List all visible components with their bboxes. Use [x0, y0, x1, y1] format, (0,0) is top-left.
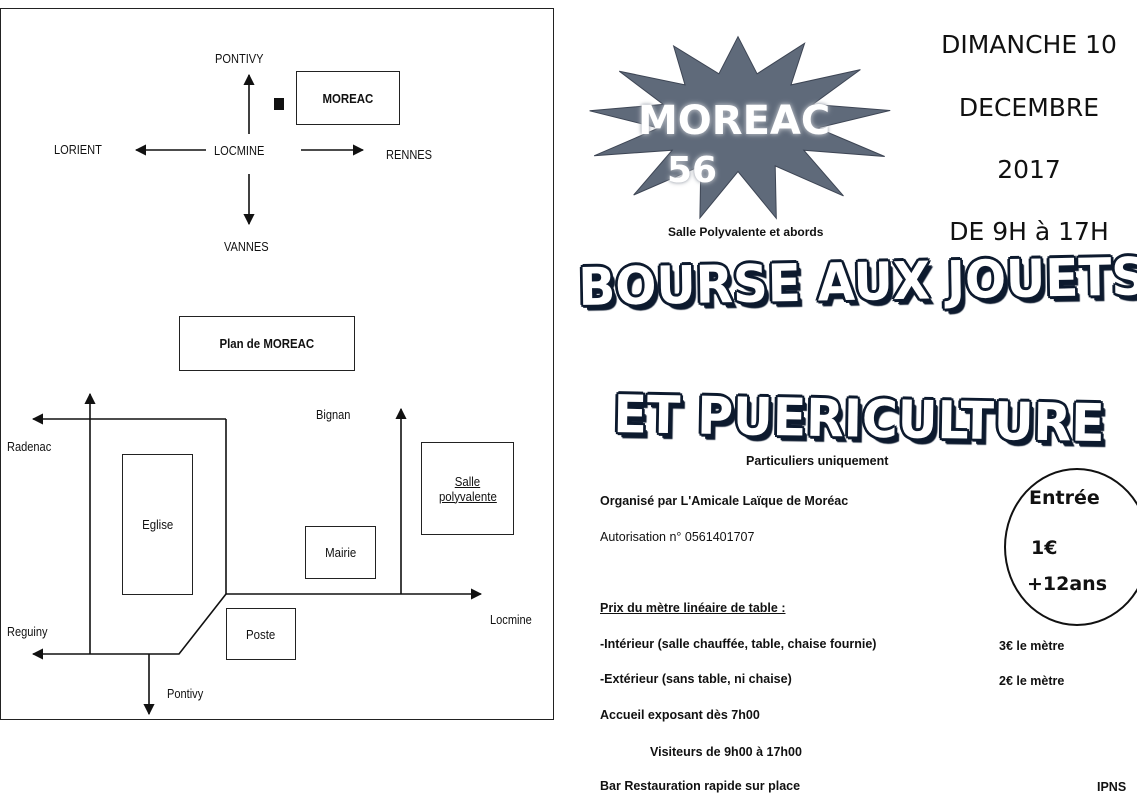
label-vannes: VANNES: [224, 239, 269, 254]
date-year: 2017: [997, 155, 1061, 184]
authorisation: Autorisation n° 0561401707: [600, 530, 755, 544]
label-pontivy-north: PONTIVY: [215, 51, 264, 66]
label-pontivy-south: Pontivy: [167, 686, 204, 701]
entree-age: +12ans: [1027, 573, 1108, 595]
exhibitor-hours: Accueil exposant dès 7h00: [600, 708, 760, 722]
mairie-box: Mairie: [305, 526, 376, 579]
eglise-box: Eglise: [122, 454, 193, 595]
ipns: IPNS: [1097, 780, 1127, 794]
visitor-hours: Visiteurs de 9h00 à 17h00: [650, 745, 802, 759]
entree-circle: [1004, 468, 1137, 626]
price-exterior-value: 2€ le mètre: [999, 674, 1065, 688]
title-line2: ET PUERICULTURE: [613, 385, 1106, 455]
subtitle: Particuliers uniquement: [746, 454, 889, 468]
salle-polyvalente-box: Salle polyvalente: [421, 442, 514, 535]
price-interior: -Intérieur (salle chauffée, table, chais…: [600, 637, 877, 651]
entree-label: Entrée: [1029, 487, 1100, 509]
price-interior-value: 3€ le mètre: [999, 639, 1065, 653]
label-locmine-center: LOCMINE: [214, 143, 265, 158]
label-lorient: LORIENT: [54, 142, 102, 157]
price-header: Prix du mètre linéaire de table :: [600, 601, 786, 615]
date-month: DECEMBRE: [958, 93, 1100, 122]
label-locmine: Locmine: [490, 612, 532, 627]
label-reguiny: Reguiny: [7, 624, 48, 639]
map-drawing: [31, 73, 483, 716]
road-diagonal: [31, 593, 227, 660]
date-hours: DE 9H à 17H: [949, 217, 1109, 246]
price-exterior: -Extérieur (sans table, ni chaise): [600, 672, 792, 686]
badge-town: MOREAC: [638, 98, 831, 144]
label-rennes: RENNES: [386, 147, 433, 162]
entree-price: 1€: [1031, 537, 1058, 559]
poste-box: Poste: [226, 608, 296, 660]
label-radenac: Radenac: [7, 439, 52, 454]
moreac-marker: [274, 98, 284, 110]
label-bignan: Bignan: [316, 407, 351, 422]
title-line1: BOURSE AUX JOUETS: [578, 247, 1137, 318]
date-day: DIMANCHE 10: [941, 30, 1117, 59]
star-badge-shape: [589, 35, 891, 220]
bar-info: Bar Restauration rapide sur place: [600, 779, 801, 793]
plan-title-box: Plan de MOREAC: [179, 316, 355, 371]
badge-venue: Salle Polyvalente et abords: [668, 225, 824, 239]
badge-dept: 56: [667, 150, 718, 191]
map-panel: PONTIVY LORIENT LOCMINE RENNES VANNES MO…: [0, 8, 554, 720]
moreac-box: MOREAC: [296, 71, 400, 125]
organizer: Organisé par L'Amicale Laïque de Moréac: [600, 494, 849, 508]
